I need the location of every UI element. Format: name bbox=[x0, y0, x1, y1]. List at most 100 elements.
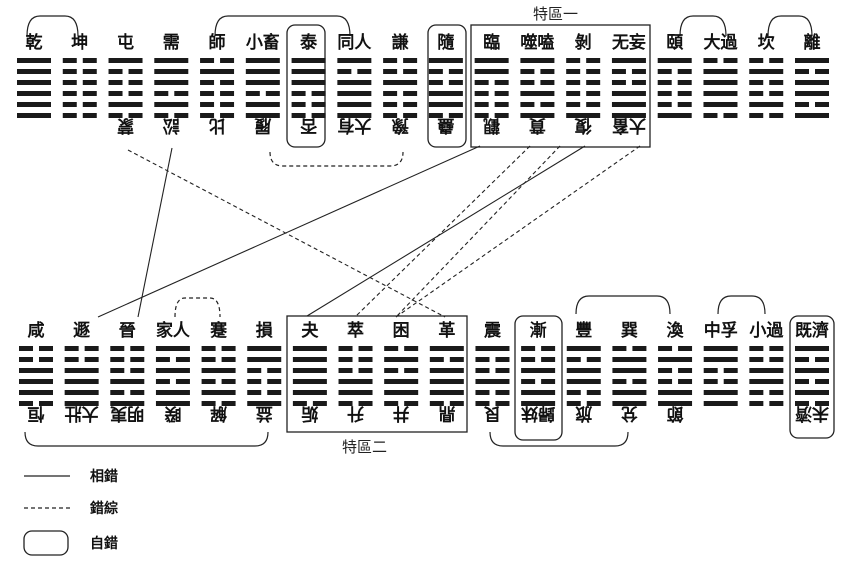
yin-line bbox=[494, 113, 509, 118]
yin-line bbox=[566, 102, 581, 107]
yin-line bbox=[200, 113, 215, 118]
top-hexagram-name: 臨 bbox=[483, 32, 500, 53]
link-solid-fu-guai bbox=[306, 145, 586, 317]
self-cuo-box-tai bbox=[286, 24, 326, 148]
yin-line bbox=[769, 91, 784, 96]
yin-line bbox=[404, 346, 419, 351]
bottom-hexagram: 震艮 bbox=[475, 321, 510, 423]
top-hexagram: 坎 bbox=[749, 32, 784, 118]
yin-line bbox=[586, 80, 601, 85]
yin-line bbox=[474, 80, 489, 85]
yin-line bbox=[541, 357, 556, 362]
yin-line bbox=[632, 346, 647, 351]
yin-line bbox=[311, 102, 326, 107]
yin-line bbox=[769, 401, 784, 406]
yin-line bbox=[520, 102, 535, 107]
yang-line bbox=[384, 390, 419, 395]
yin-line bbox=[723, 368, 738, 373]
special-zone-1-box bbox=[470, 24, 651, 148]
yang-line bbox=[520, 58, 555, 63]
yang-line bbox=[245, 102, 280, 107]
yin-line bbox=[128, 113, 143, 118]
yin-line bbox=[586, 390, 601, 395]
yang-line bbox=[200, 69, 235, 74]
yin-line bbox=[448, 80, 463, 85]
yang-line bbox=[108, 102, 143, 107]
self-cuo-box-jian bbox=[514, 315, 563, 441]
yin-line bbox=[566, 390, 581, 395]
yin-line bbox=[108, 69, 123, 74]
yin-line bbox=[494, 91, 509, 96]
yang-line bbox=[474, 69, 509, 74]
yin-line bbox=[39, 346, 53, 351]
yin-line bbox=[267, 379, 282, 384]
link-dashed-meng-ge bbox=[127, 149, 446, 318]
yang-line bbox=[64, 401, 99, 406]
legend: 相錯 錯綜 自錯 bbox=[23, 468, 118, 556]
yin-line bbox=[815, 401, 829, 406]
yin-line bbox=[220, 91, 235, 96]
yin-line bbox=[795, 102, 809, 107]
yin-line bbox=[383, 58, 398, 63]
yin-line bbox=[62, 113, 77, 118]
yin-line bbox=[586, 91, 601, 96]
yang-line bbox=[703, 390, 738, 395]
bottom-inverted-hexagram-name: 益 bbox=[256, 403, 273, 424]
bottom-hexagram: 革鼎 bbox=[429, 320, 464, 423]
yin-line bbox=[520, 69, 535, 74]
yin-line bbox=[384, 346, 399, 351]
yang-line bbox=[474, 58, 509, 63]
yin-line bbox=[245, 91, 260, 96]
bottom-hexagram-row: 咸恒遯大壯晉明夷家人睽蹇解損益夬姤萃升困井革鼎震艮漸歸妹豐旅巽兌渙節中孚小過既濟… bbox=[19, 320, 830, 424]
yang-line bbox=[428, 58, 463, 63]
yang-line bbox=[703, 80, 738, 85]
yang-line bbox=[292, 368, 327, 373]
bottom-hexagram: 漸歸妹 bbox=[520, 320, 556, 424]
yang-line bbox=[110, 379, 145, 384]
yin-line bbox=[154, 113, 169, 118]
yang-line bbox=[658, 401, 693, 406]
top-hexagram-name: 噬嗑 bbox=[520, 32, 554, 53]
yin-line bbox=[520, 80, 535, 85]
yang-line bbox=[154, 80, 189, 85]
yang-line bbox=[795, 58, 829, 63]
yin-line bbox=[358, 368, 373, 373]
yin-line bbox=[677, 80, 692, 85]
yang-line bbox=[658, 390, 693, 395]
yang-line bbox=[795, 80, 829, 85]
yang-line bbox=[475, 346, 510, 351]
yin-line bbox=[384, 401, 399, 406]
bottom-inverted-hexagram-name: 睽 bbox=[164, 403, 181, 424]
special-zone-2-box bbox=[286, 315, 468, 433]
top-hexagram-name: 坎 bbox=[758, 32, 775, 53]
yang-line bbox=[428, 102, 463, 107]
bottom-hexagram-name: 困 bbox=[393, 321, 410, 341]
yin-line bbox=[474, 113, 489, 118]
yin-line bbox=[703, 379, 718, 384]
yin-line bbox=[174, 91, 189, 96]
yin-line bbox=[815, 69, 829, 74]
yin-line bbox=[495, 357, 510, 362]
yin-line bbox=[494, 80, 509, 85]
yin-line bbox=[795, 69, 809, 74]
yin-line bbox=[384, 368, 399, 373]
yin-line bbox=[39, 401, 53, 406]
legend-rounded-box-label: 自錯 bbox=[90, 535, 118, 552]
yang-line bbox=[703, 69, 738, 74]
yin-line bbox=[130, 346, 145, 351]
yang-line bbox=[429, 368, 464, 373]
yang-line bbox=[337, 113, 372, 118]
yin-line bbox=[155, 357, 170, 362]
yin-line bbox=[82, 91, 97, 96]
bottom-inverted-hexagram-name: 未濟 bbox=[795, 403, 830, 424]
yin-line bbox=[383, 91, 398, 96]
top-hexagram-name: 謙 bbox=[392, 32, 409, 53]
special-zone-1-label: 特區一 bbox=[533, 5, 578, 23]
yang-line bbox=[475, 379, 510, 384]
yang-line bbox=[201, 390, 236, 395]
yang-line bbox=[201, 368, 236, 373]
yin-line bbox=[64, 357, 79, 362]
yang-line bbox=[245, 113, 280, 118]
yang-line bbox=[566, 379, 601, 384]
yin-line bbox=[566, 69, 581, 74]
